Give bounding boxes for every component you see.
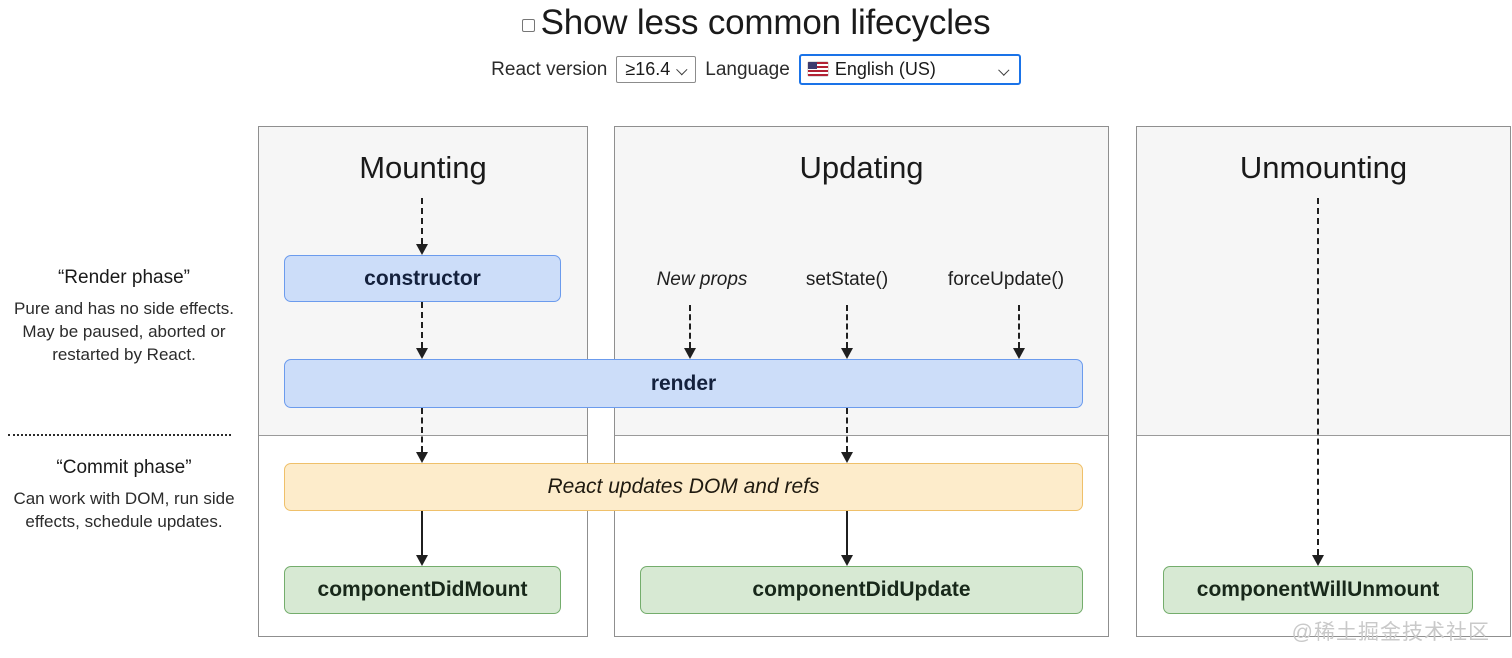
node-dom-update-label: React updates DOM and refs: [547, 475, 820, 498]
react-version-label: React version: [491, 58, 608, 80]
arrow-new-props-to-render: [683, 305, 697, 359]
us-flag-icon: [807, 62, 828, 76]
panel-mounting-title: Mounting: [359, 150, 487, 185]
arrow-dom-to-component-did-update: [840, 511, 854, 566]
show-less-common-checkbox[interactable]: [521, 18, 535, 32]
trigger-set-state: setState(): [805, 269, 889, 290]
arrow-render-to-dom-updating: [840, 408, 854, 463]
commit-phase-description: Can work with DOM, run side effects, sch…: [13, 489, 235, 531]
phase-divider: [8, 434, 231, 436]
watermark: @稀土掘金技术社区: [1291, 621, 1490, 644]
node-component-will-unmount-label: componentWillUnmount: [1196, 578, 1440, 601]
render-phase-title: “Render phase”: [57, 267, 191, 288]
show-less-common-row: Show less common lifecycles: [0, 2, 1512, 44]
arrow-set-state-to-render: [840, 305, 854, 359]
chevron-down-icon: [999, 66, 1010, 73]
render-phase-description: Pure and has no side effects. May be pau…: [14, 299, 234, 364]
language-label: Language: [705, 58, 790, 80]
render-phase-legend: “Render phase” Pure and has no side effe…: [8, 266, 240, 366]
node-component-did-mount[interactable]: componentDidMount: [284, 566, 561, 614]
trigger-force-update: forceUpdate(): [947, 269, 1065, 290]
show-less-common-label: Show less common lifecycles: [540, 3, 991, 42]
arrow-render-to-dom-mounting: [415, 408, 429, 463]
commit-phase-title: “Commit phase”: [56, 457, 192, 478]
node-component-did-update[interactable]: componentDidUpdate: [640, 566, 1083, 614]
node-render[interactable]: render: [284, 359, 1083, 408]
panel-unmounting-title: Unmounting: [1239, 150, 1408, 185]
arrow-unmounting-to-component-will-unmount: [1311, 198, 1325, 566]
chevron-down-icon: [677, 66, 688, 73]
panel-unmounting-render-phase-area: [1137, 127, 1510, 436]
node-constructor-label: constructor: [364, 266, 481, 290]
language-select[interactable]: English (US): [798, 54, 1021, 85]
react-version-value: ≥16.4: [625, 58, 671, 79]
node-render-label: render: [650, 371, 717, 395]
panel-unmounting: Unmounting: [1136, 126, 1511, 637]
node-component-did-mount-label: componentDidMount: [317, 578, 528, 601]
commit-phase-legend: “Commit phase” Can work with DOM, run si…: [8, 456, 240, 533]
node-constructor[interactable]: constructor: [284, 255, 561, 302]
panel-updating-title: Updating: [799, 150, 924, 185]
arrow-constructor-to-render: [415, 302, 429, 359]
node-react-updates-dom-and-refs[interactable]: React updates DOM and refs: [284, 463, 1083, 511]
react-version-select[interactable]: ≥16.4: [616, 56, 697, 83]
controls-row: React version ≥16.4 Language English (US…: [0, 54, 1512, 85]
trigger-new-props: New props: [656, 269, 748, 290]
arrow-mounting-to-constructor: [415, 198, 429, 255]
language-value: English (US): [834, 58, 936, 79]
node-component-will-unmount[interactable]: componentWillUnmount: [1163, 566, 1473, 614]
arrow-force-update-to-render: [1012, 305, 1026, 359]
node-component-did-update-label: componentDidUpdate: [752, 578, 971, 601]
arrow-dom-to-component-did-mount: [415, 511, 429, 566]
